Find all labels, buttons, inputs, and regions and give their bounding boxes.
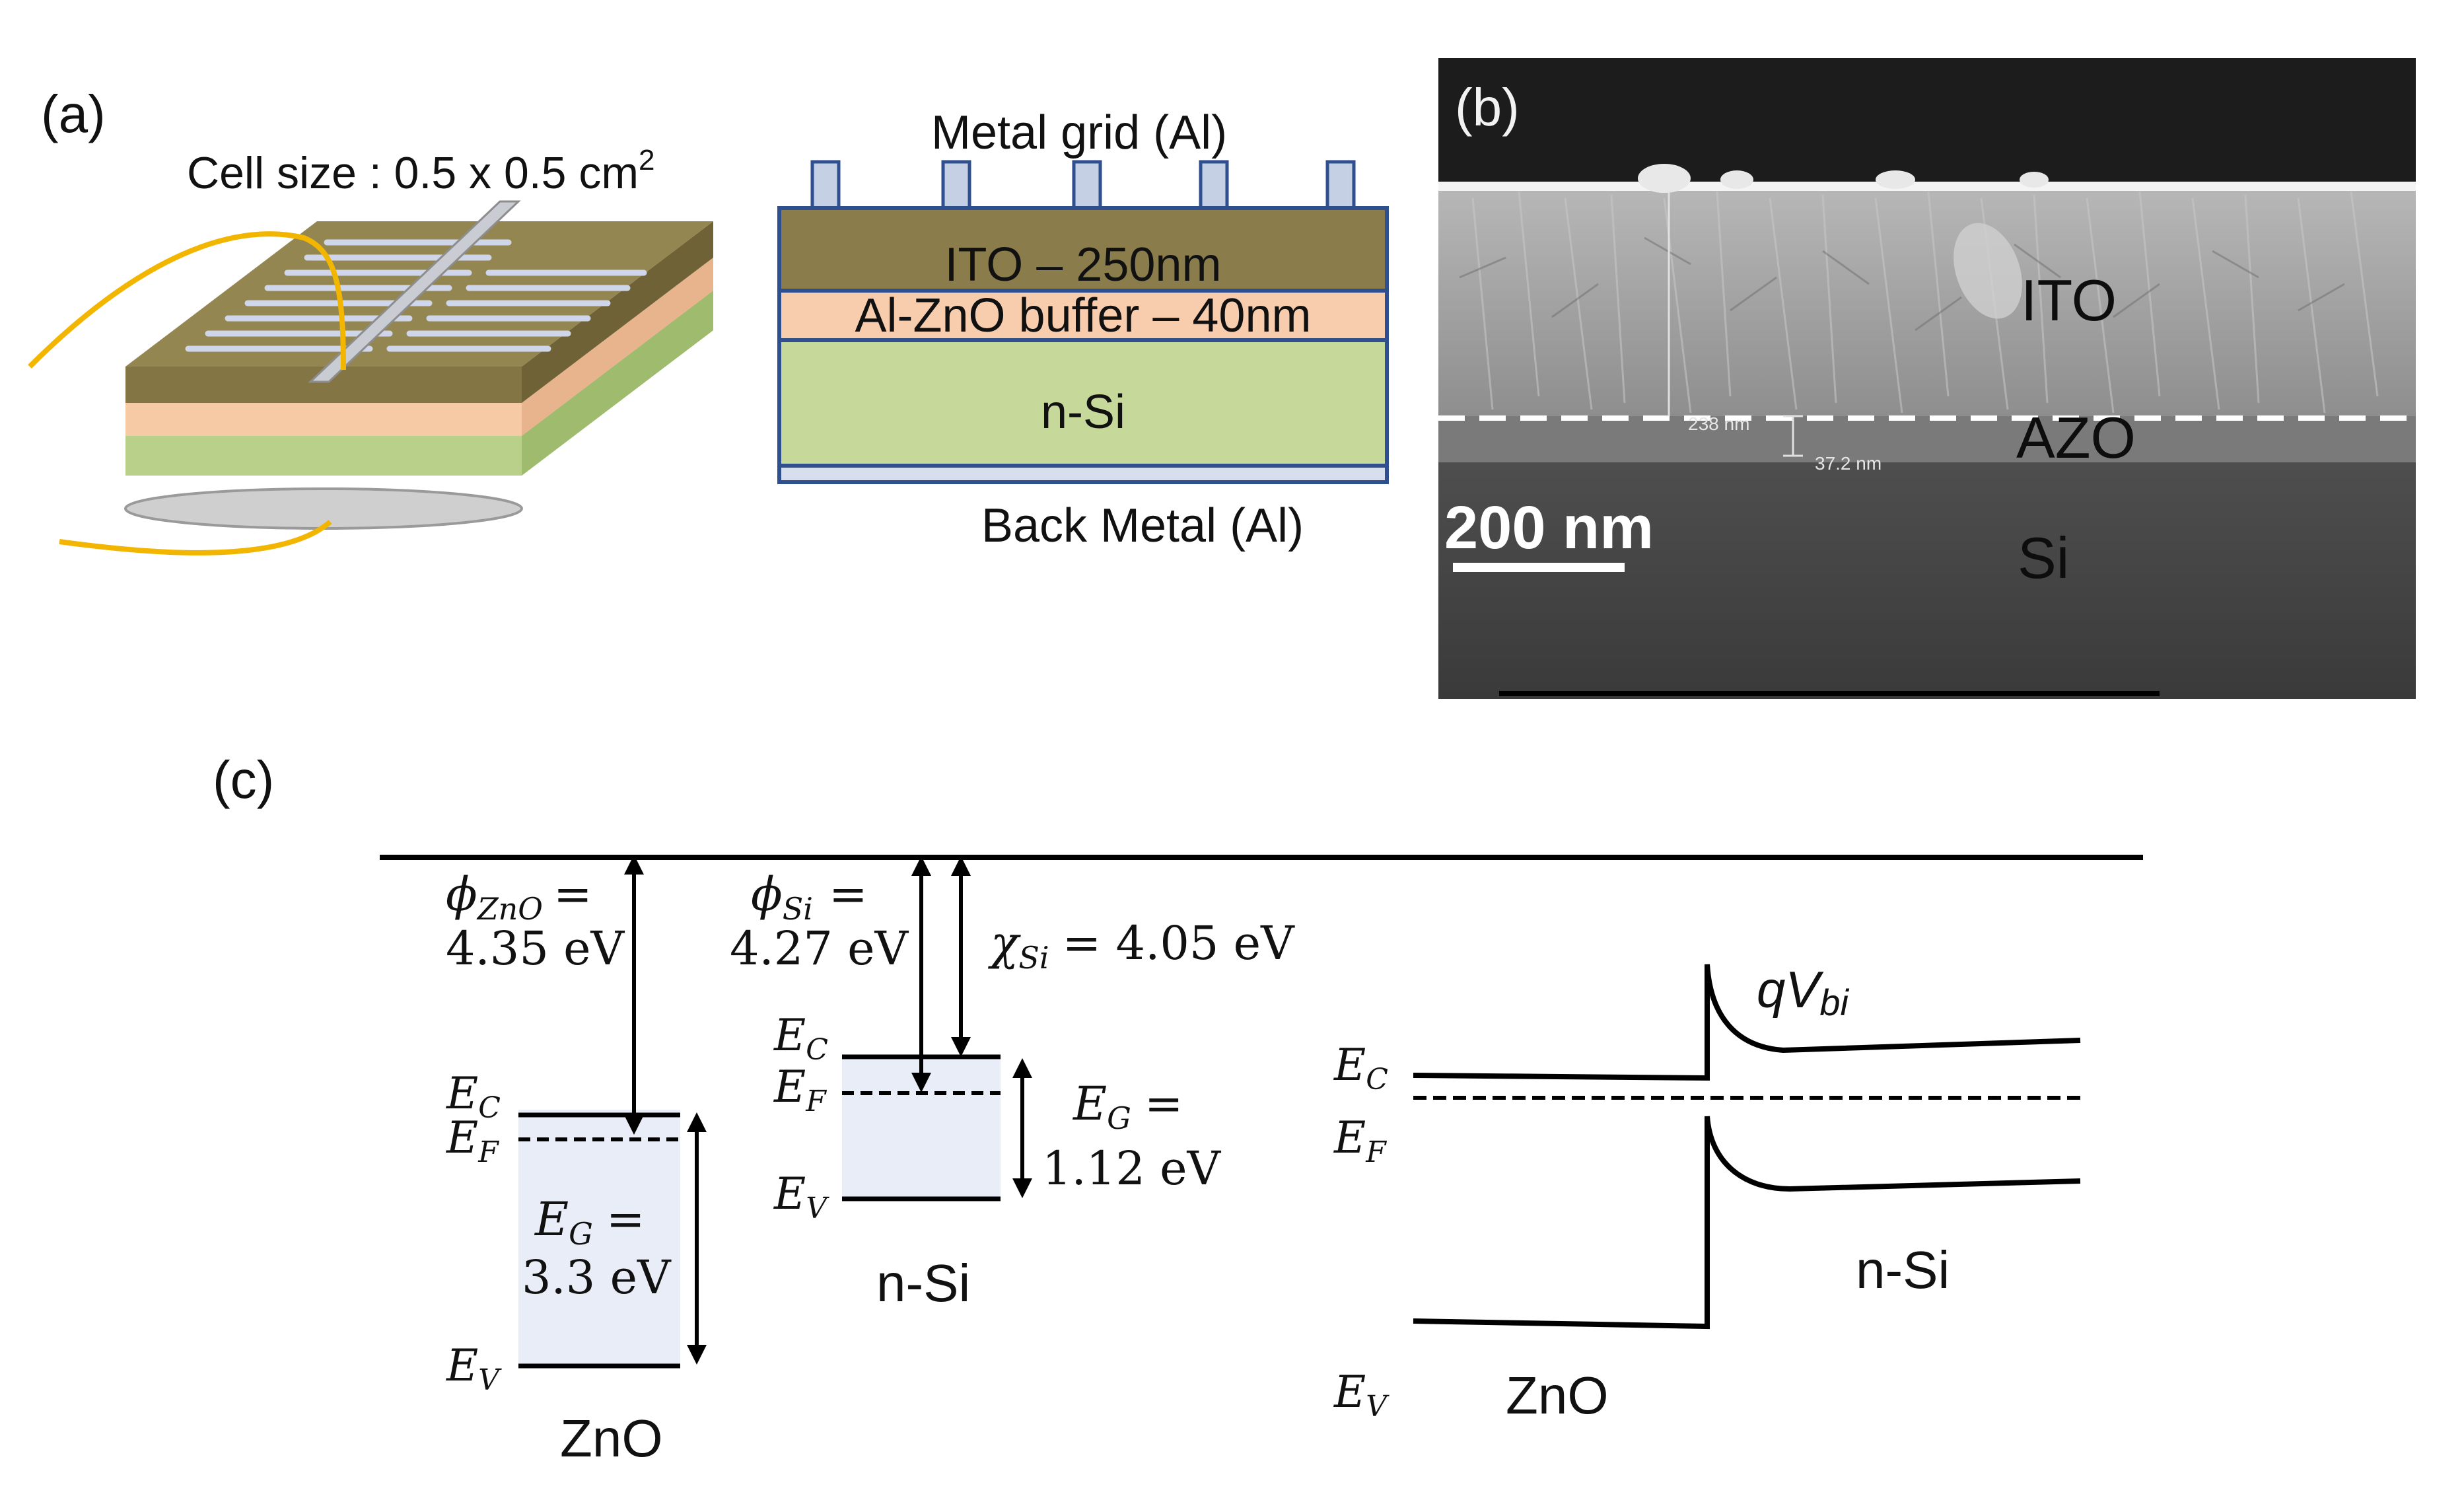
- si-name-label: n-Si: [876, 1254, 970, 1312]
- junction-ef-label: EF: [1333, 1112, 1387, 1169]
- back-metal-label: Back Metal (Al): [981, 499, 1304, 552]
- eg-si-label: EG=: [1072, 1077, 1183, 1136]
- panel-a: (a): [28, 85, 1389, 555]
- si-ec-label: EC: [773, 1010, 828, 1067]
- si-layer: [777, 338, 1389, 468]
- eg-zno-label: EG=: [534, 1192, 645, 1252]
- sem-si-region: [1438, 462, 2416, 699]
- scale-bar: [1453, 563, 1625, 572]
- qvbi-label: qVbi: [1757, 960, 1850, 1023]
- heterojunction-diagram: [1413, 964, 2081, 1330]
- phi-si-label: ϕSi=: [751, 867, 868, 927]
- metal-grid-label: Metal grid (Al): [931, 106, 1227, 159]
- si-ef-label: EF: [773, 1061, 827, 1118]
- zno-name-label: ZnO: [560, 1409, 663, 1468]
- cross-section: Metal grid (Al) ITO – 250nm Al-ZnO buffe…: [777, 106, 1389, 552]
- solar-cell-3d: [28, 200, 713, 555]
- azo-layer: [777, 289, 1389, 342]
- sem-ito-region: [1438, 188, 2416, 416]
- sem-si-label: Si: [2018, 525, 2069, 591]
- zno-ev-label: EV: [446, 1340, 502, 1397]
- si-layer-label: n-Si: [1041, 386, 1125, 439]
- back-metal-disc: [124, 487, 523, 530]
- si-ev-label: EV: [773, 1168, 829, 1225]
- sem-surface-line: [1438, 182, 2416, 191]
- si-band: [842, 856, 1032, 1201]
- panel-c: (c) ϕZnO= 4.35 eV EC EF EV EG= 3.3 eV Zn…: [213, 750, 2143, 1468]
- ito-measure-text: 238 nm: [1688, 413, 1749, 434]
- junction-ev-label: EV: [1333, 1367, 1390, 1423]
- sem-azo-label: AZO: [2016, 405, 2136, 470]
- zno-ef-label: EF: [446, 1112, 499, 1169]
- bottom-wire: [59, 519, 332, 555]
- zno-ec-label: EC: [446, 1068, 501, 1125]
- panel-b-label: (b): [1455, 78, 1520, 137]
- back-metal-layer: [777, 464, 1389, 484]
- panel-a-label: (a): [41, 85, 106, 143]
- azo-measure-text: 37.2 nm: [1815, 453, 1882, 474]
- side-ito: [125, 367, 522, 403]
- cell-size-label: Cell size : 0.5 x 0.5 cm2: [187, 144, 655, 198]
- azo-layer-label: Al-ZnO buffer – 40nm: [855, 289, 1312, 342]
- sem-ito-label: ITO: [2021, 268, 2117, 333]
- phi-si-value: 4.27 eV: [730, 921, 909, 976]
- sem-azo-region: [1438, 416, 2416, 462]
- bus-bar: [308, 200, 521, 383]
- phi-zno-label: ϕZnO=: [446, 867, 592, 927]
- chi-si-label: χSi= 4.05 eV: [987, 916, 1295, 976]
- grid-posts: [810, 160, 1356, 210]
- zno-band: [518, 855, 707, 1369]
- eg-si-value: 1.12 eV: [1042, 1141, 1222, 1196]
- junction-ev-curve: [1413, 1116, 2081, 1330]
- panel-b-sem-image: 238 nm 37.2 nm (b) ITO AZO Si 200 nm: [1438, 58, 2416, 699]
- phi-zno-value: 4.35 eV: [446, 921, 625, 976]
- top-wire: [28, 231, 346, 371]
- scale-bar-label: 200 nm: [1444, 494, 1654, 561]
- eg-zno-value: 3.3 eV: [522, 1250, 672, 1305]
- zno-gap-fill: [518, 1110, 680, 1364]
- junction-si-label: n-Si: [1856, 1240, 1950, 1299]
- junction-ec-curve: [1413, 964, 2081, 1081]
- ito-layer-label: ITO – 250nm: [945, 238, 1222, 291]
- side-azo: [125, 403, 522, 436]
- panel-c-label: (c): [213, 750, 274, 809]
- junction-zno-label: ZnO: [1506, 1366, 1609, 1425]
- junction-ec-label: EC: [1333, 1040, 1388, 1096]
